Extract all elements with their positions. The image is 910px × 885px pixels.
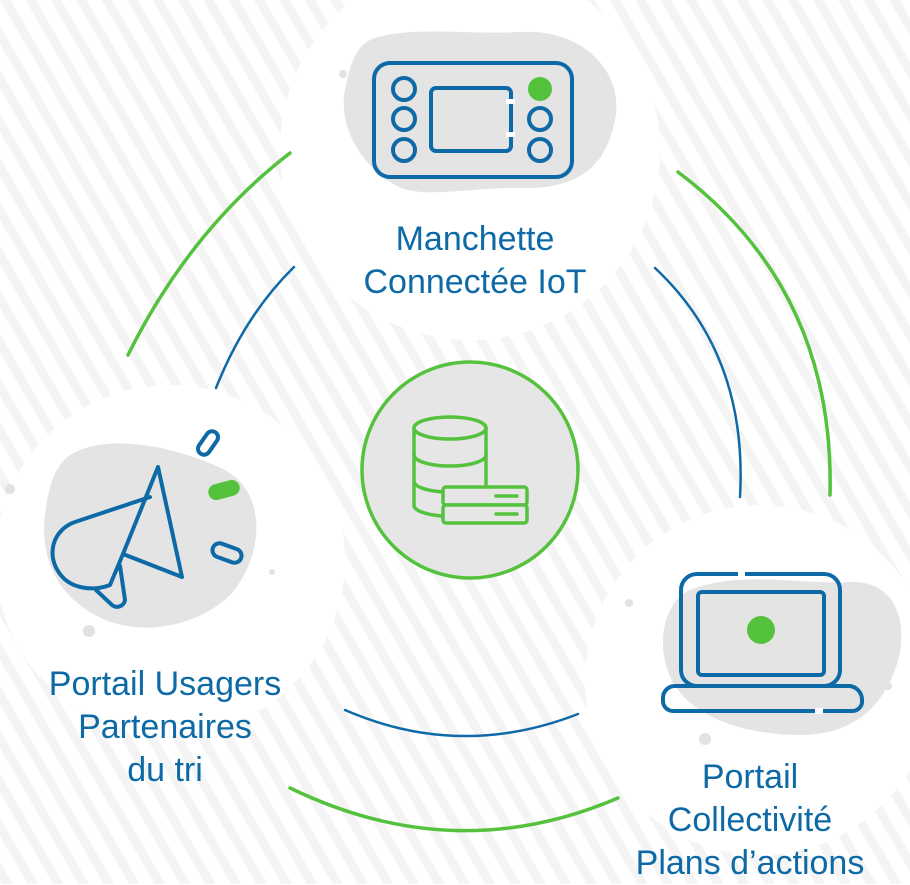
collectivite-node [661,571,902,735]
iot-node [343,31,617,193]
outer-ring-arc-bottom [288,786,620,833]
megaphone-icon [50,429,244,609]
outer-ring-arc-right [676,170,832,497]
usagers-label: Portail Usagers Partenaires du tri [0,663,330,792]
database-server-icon [412,415,529,525]
collectivite-label-line-3: Plans d’actions [635,844,865,882]
iot-status-led [528,77,552,101]
iot-device-icon [372,61,574,179]
inner-ring-arc-right [653,266,742,499]
usagers-blob [44,443,257,628]
megaphone-green-dash [208,479,240,501]
inner-ring-arc-bottom [343,708,580,738]
iot-blob [343,31,617,193]
center-circle-outline [360,360,580,580]
center-node [360,360,580,580]
iot-label-line-2: Connectée IoT [363,263,587,301]
usagers-label-line-1: Portail Usagers [48,665,282,703]
usagers-label-line-2: Partenaires [78,708,252,746]
iot-label: Manchette Connectée IoT [300,218,650,304]
collectivite-label-line-2: Collectivité [667,801,833,839]
usagers-node [44,429,257,628]
inner-ring-arc-left [214,265,296,390]
outer-ring [126,151,832,833]
collectivite-label: Portail Collectivité Plans d’actions [590,756,910,885]
collectivite-label-line-1: Portail [701,758,799,796]
inner-ring [214,265,742,738]
usagers-label-line-3: du tri [127,751,203,789]
outer-ring-arc-left [126,151,292,357]
laptop-green-dot [747,616,775,644]
laptop-icon [661,572,864,713]
iot-label-line-1: Manchette [395,220,555,258]
